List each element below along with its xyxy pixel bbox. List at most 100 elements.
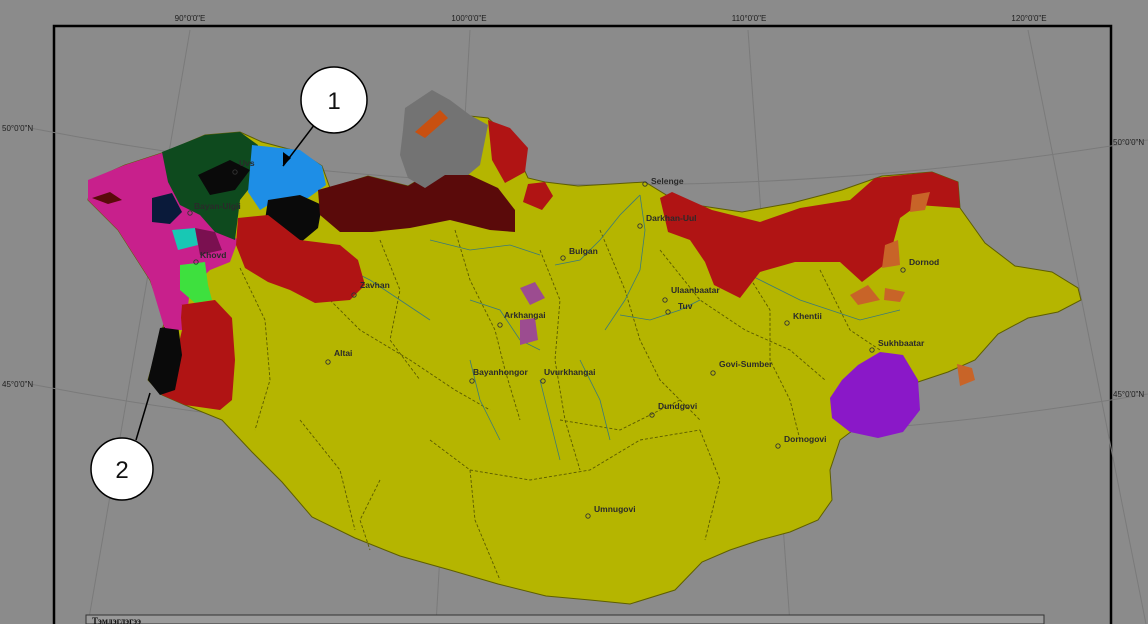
place-label-dornogovi: Dornogovi xyxy=(784,434,827,444)
callout-2-number: 2 xyxy=(115,457,128,484)
zone-blue xyxy=(248,145,326,210)
river-selenge xyxy=(554,194,641,266)
river-tuin xyxy=(539,379,561,461)
place-marker-arkhangai xyxy=(497,322,503,328)
zone-orange-3 xyxy=(850,285,880,305)
zone-orange-5 xyxy=(957,364,975,386)
river-ider xyxy=(429,239,541,256)
place-label-uvs: Uvs xyxy=(239,158,255,168)
lon-label-120e: 120°0'0"E xyxy=(1011,14,1046,23)
zone-orange-4 xyxy=(884,288,905,302)
place-label-dundgovi: Dundgovi xyxy=(658,401,697,411)
place-label-arkhangai: Arkhangai xyxy=(504,310,546,320)
callout-1-circle xyxy=(300,66,368,134)
callout-1-number: 1 xyxy=(327,88,340,115)
zone-black-uvs-lake xyxy=(198,160,250,195)
lat-label-right-50n: 50°0'0"N xyxy=(1113,138,1144,147)
lat-label-right-45n: 45°0'0"N xyxy=(1113,390,1144,399)
place-label-bayanhongor: Bayanhongor xyxy=(473,367,528,377)
border-2 xyxy=(329,299,491,411)
place-label-tuv: Tuv xyxy=(678,301,693,311)
place-label-govi-sumber: Govi-Sumber xyxy=(719,359,773,369)
meridian-90e xyxy=(87,29,191,624)
place-marker-khovd xyxy=(193,259,199,265)
lat-label-left-50n: 50°0'0"N xyxy=(2,124,33,133)
meridian-120e xyxy=(1027,29,1147,624)
place-label-bulgan: Bulgan xyxy=(569,246,598,256)
callout-2-leader xyxy=(135,392,151,441)
zone-magenta-west xyxy=(88,152,238,330)
place-marker-zavhan xyxy=(351,292,357,298)
zone-navy-bayan-ulgii xyxy=(152,193,182,224)
river-orkhon xyxy=(604,194,646,331)
place-marker-bulgan xyxy=(560,255,566,261)
river-chuluut xyxy=(469,299,541,351)
border-12 xyxy=(469,469,501,581)
place-marker-sukhbaatar xyxy=(869,347,875,353)
border-8 xyxy=(744,269,801,441)
zone-dark-magenta-small xyxy=(195,228,222,255)
legend-title: Тэмдэглэгээ xyxy=(92,616,141,624)
zone-purple xyxy=(830,352,920,438)
legend-panel: Тэмдэглэгээ xyxy=(85,614,1045,624)
place-marker-darkhan-uul xyxy=(637,223,643,229)
zone-hatched-small xyxy=(415,110,448,138)
border-6 xyxy=(599,229,701,421)
border-11 xyxy=(359,479,381,551)
place-label-umnugovi: Umnugovi xyxy=(594,504,636,514)
zone-magenta-strip xyxy=(165,300,182,330)
zone-dark-red-west xyxy=(92,192,122,204)
place-label-khentii: Khentii xyxy=(793,311,822,321)
border-13 xyxy=(699,429,721,541)
border-10 xyxy=(429,429,701,481)
place-marker-bayanhongor xyxy=(469,378,475,384)
border-14 xyxy=(299,419,356,531)
place-marker-tuv xyxy=(665,309,671,315)
zone-orange-2 xyxy=(882,240,900,268)
zone-red-khovd xyxy=(236,215,365,303)
callout-1-arrowhead xyxy=(283,152,291,166)
place-marker-dornod xyxy=(900,267,906,273)
place-marker-bayan-ulgii xyxy=(187,210,193,216)
border-3 xyxy=(379,239,421,381)
zone-red-northeast xyxy=(660,172,960,298)
province-borders xyxy=(239,229,881,581)
zone-dark-red-north xyxy=(318,170,515,232)
place-label-darkhan-uul: Darkhan-Uul xyxy=(646,213,697,223)
place-label-sukhbaatar: Sukhbaatar xyxy=(878,338,925,348)
map-frame xyxy=(52,24,1113,624)
place-marker-umnugovi xyxy=(585,513,591,519)
place-marker-dundgovi xyxy=(649,412,655,418)
place-marker-ulaanbaatar xyxy=(662,297,668,303)
zone-mauve-1 xyxy=(520,282,545,305)
zone-grey-north xyxy=(400,90,488,188)
place-marker-govi-sumber xyxy=(710,370,716,376)
place-marker-selenge xyxy=(642,181,648,187)
place-label-bayan-ulgii: Bayan-Ulgii xyxy=(194,201,241,211)
zone-cyan xyxy=(172,228,198,250)
zone-black-west-south xyxy=(148,325,182,395)
place-marker-altai xyxy=(325,359,331,365)
place-label-uvurkhangai: Uvurkhangai xyxy=(544,367,596,377)
zone-orange-1 xyxy=(910,192,930,212)
border-7 xyxy=(659,249,826,381)
lat-label-left-45n: 45°0'0"N xyxy=(2,380,33,389)
place-label-altai: Altai xyxy=(334,348,352,358)
lon-label-110e: 110°0'0"E xyxy=(732,14,767,23)
place-label-zavhan: Zavhan xyxy=(360,280,390,290)
place-marker-khentii xyxy=(784,320,790,326)
border-4 xyxy=(454,229,521,421)
lon-label-90e: 90°0'0"E xyxy=(175,14,206,23)
legend-box xyxy=(85,614,1045,624)
zone-green xyxy=(180,262,212,303)
zone-red-north-2 xyxy=(523,182,553,210)
callout-2-circle xyxy=(90,437,154,501)
place-label-khovd: Khovd xyxy=(200,250,226,260)
river-baidrag xyxy=(469,359,501,441)
place-marker-dornogovi xyxy=(775,443,781,449)
callout-1: 1 xyxy=(282,66,368,167)
river-tuul xyxy=(619,299,701,321)
place-marker-uvurkhangai xyxy=(540,378,546,384)
